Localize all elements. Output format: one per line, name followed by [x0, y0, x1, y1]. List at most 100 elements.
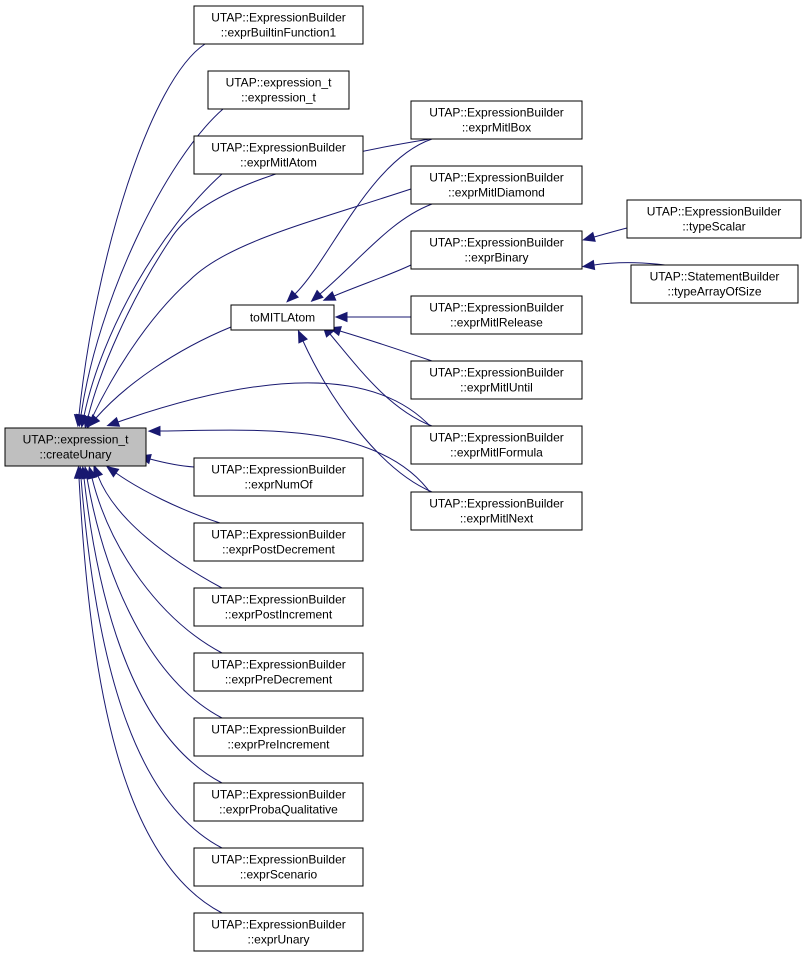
node-label: UTAP::ExpressionBuilder: [211, 853, 346, 867]
arrowhead: [86, 415, 97, 430]
node-box: [630, 264, 799, 304]
node-box: [193, 587, 364, 627]
node-box: [193, 912, 364, 952]
node-label: UTAP::ExpressionBuilder: [211, 918, 346, 932]
node-postdec[interactable]: UTAP::ExpressionBuilder::exprPostDecreme…: [193, 522, 364, 562]
node-mitlbox[interactable]: UTAP::ExpressionBuilder::exprMitlBox: [410, 100, 583, 140]
edge-postdec-to-root: [105, 465, 221, 524]
node-label: ::exprMitlFormula: [450, 446, 543, 460]
arrowhead: [73, 465, 85, 479]
edge-line: [593, 227, 628, 238]
node-binary[interactable]: UTAP::ExpressionBuilder::exprBinary: [410, 230, 583, 270]
node-label: UTAP::ExpressionBuilder: [429, 301, 564, 315]
node-scenario[interactable]: UTAP::ExpressionBuilder::exprScenario: [193, 847, 364, 887]
node-label: ::typeScalar: [682, 220, 745, 234]
node-predec[interactable]: UTAP::ExpressionBuilder::exprPreDecremen…: [193, 652, 364, 692]
edge-binary-to-tomitl: [322, 264, 412, 301]
node-box: [193, 652, 364, 692]
edge-line: [78, 477, 223, 914]
node-box: [230, 304, 335, 331]
node-label: ::exprNumOf: [244, 478, 313, 492]
node-label: ::exprMitlNext: [460, 512, 534, 526]
node-label: ::exprBuiltinFunction1: [221, 26, 337, 40]
node-label: UTAP::ExpressionBuilder: [211, 788, 346, 802]
node-label: ::exprMitlAtom: [240, 156, 317, 170]
node-ebf1[interactable]: UTAP::ExpressionBuilder::exprBuiltinFunc…: [193, 5, 364, 45]
node-numof[interactable]: UTAP::ExpressionBuilder::exprNumOf: [193, 457, 364, 497]
node-label: UTAP::ExpressionBuilder: [429, 497, 564, 511]
edge-line: [86, 477, 223, 719]
edge-unary-to-root: [73, 465, 223, 914]
node-label: ::exprPreIncrement: [227, 738, 330, 752]
edge-tomitl-to-root: [87, 326, 232, 428]
node-release[interactable]: UTAP::ExpressionBuilder::exprMitlRelease: [410, 295, 583, 335]
edge-numof-to-root: [138, 454, 195, 468]
node-box: [193, 782, 364, 822]
node-label: UTAP::ExpressionBuilder: [211, 141, 346, 155]
node-label: UTAP::ExpressionBuilder: [429, 106, 564, 120]
node-probaq[interactable]: UTAP::ExpressionBuilder::exprProbaQualit…: [193, 782, 364, 822]
arrowhead: [93, 464, 104, 479]
edge-mitlatom-to-root: [78, 173, 223, 429]
node-unary[interactable]: UTAP::ExpressionBuilder::exprUnary: [193, 912, 364, 952]
node-postinc[interactable]: UTAP::ExpressionBuilder::exprPostIncreme…: [193, 587, 364, 627]
edge-line: [339, 330, 433, 362]
node-label: UTAP::ExpressionBuilder: [429, 236, 564, 250]
edge-mitldiamond-to-root: [86, 181, 433, 430]
node-preinc[interactable]: UTAP::ExpressionBuilder::exprPreIncremen…: [193, 717, 364, 757]
edge-ebf1-to-root: [73, 43, 206, 428]
edge-line: [302, 340, 433, 493]
node-box: [193, 847, 364, 887]
node-box: [207, 70, 350, 110]
node-box: [410, 165, 583, 205]
node-layer: UTAP::expression_t::createUnaryUTAP::Exp…: [4, 5, 802, 952]
node-typearray[interactable]: UTAP::StatementBuilder::typeArrayOfSize: [630, 264, 799, 304]
edge-line: [149, 458, 195, 468]
node-mitlatom[interactable]: UTAP::ExpressionBuilder::exprMitlAtom: [193, 135, 364, 175]
edge-next-to-tomitl: [297, 329, 433, 493]
node-root[interactable]: UTAP::expression_t::createUnary: [4, 427, 147, 467]
node-label: ::exprBinary: [464, 251, 528, 265]
node-formula[interactable]: UTAP::ExpressionBuilder::exprMitlFormula: [410, 425, 583, 465]
edge-line: [97, 475, 223, 589]
edge-mitldiamond-to-tomitl: [310, 203, 433, 302]
node-label: UTAP::expression_t: [226, 76, 332, 90]
node-label: UTAP::ExpressionBuilder: [647, 205, 782, 219]
node-exprt[interactable]: UTAP::expression_t::expression_t: [207, 70, 350, 110]
arrowhead: [334, 311, 348, 323]
node-label: UTAP::ExpressionBuilder: [429, 431, 564, 445]
arrowhead: [582, 231, 596, 242]
node-label: ::exprScenario: [240, 868, 318, 882]
node-next[interactable]: UTAP::ExpressionBuilder::exprMitlNext: [410, 491, 583, 531]
node-label: UTAP::ExpressionBuilder: [211, 593, 346, 607]
edge-next-to-root: [147, 425, 433, 496]
arrowhead: [147, 425, 161, 437]
node-label: toMITLAtom: [250, 311, 315, 325]
edge-line: [329, 333, 433, 427]
node-mitldiamond[interactable]: UTAP::ExpressionBuilder::exprMitlDiamond: [410, 165, 583, 205]
edge-line: [83, 477, 223, 784]
edge-line: [91, 477, 223, 654]
node-typescalar[interactable]: UTAP::ExpressionBuilder::typeScalar: [626, 199, 802, 239]
node-box: [410, 230, 583, 270]
edge-line: [83, 173, 223, 417]
edge-line: [593, 262, 666, 266]
node-box: [626, 199, 802, 239]
node-label: ::exprMitlUntil: [460, 381, 533, 395]
arrowhead: [322, 290, 337, 301]
node-tomitl[interactable]: toMITLAtom: [230, 304, 335, 331]
node-label: ::exprMitlBox: [462, 121, 531, 135]
edge-line: [333, 264, 412, 297]
node-label: UTAP::expression_t: [23, 433, 129, 447]
node-label: ::expression_t: [241, 91, 316, 105]
node-until[interactable]: UTAP::ExpressionBuilder::exprMitlUntil: [410, 360, 583, 400]
edge-line: [117, 382, 433, 429]
edge-mitlbox-to-tomitl: [286, 138, 433, 303]
edge-typearray-to-binary: [581, 259, 666, 271]
node-box: [193, 5, 364, 45]
arrowhead: [310, 289, 324, 302]
edge-formula-to-root: [106, 382, 433, 429]
edge-mitlbox-to-root: [83, 138, 431, 429]
node-label: ::exprPostIncrement: [225, 608, 333, 622]
